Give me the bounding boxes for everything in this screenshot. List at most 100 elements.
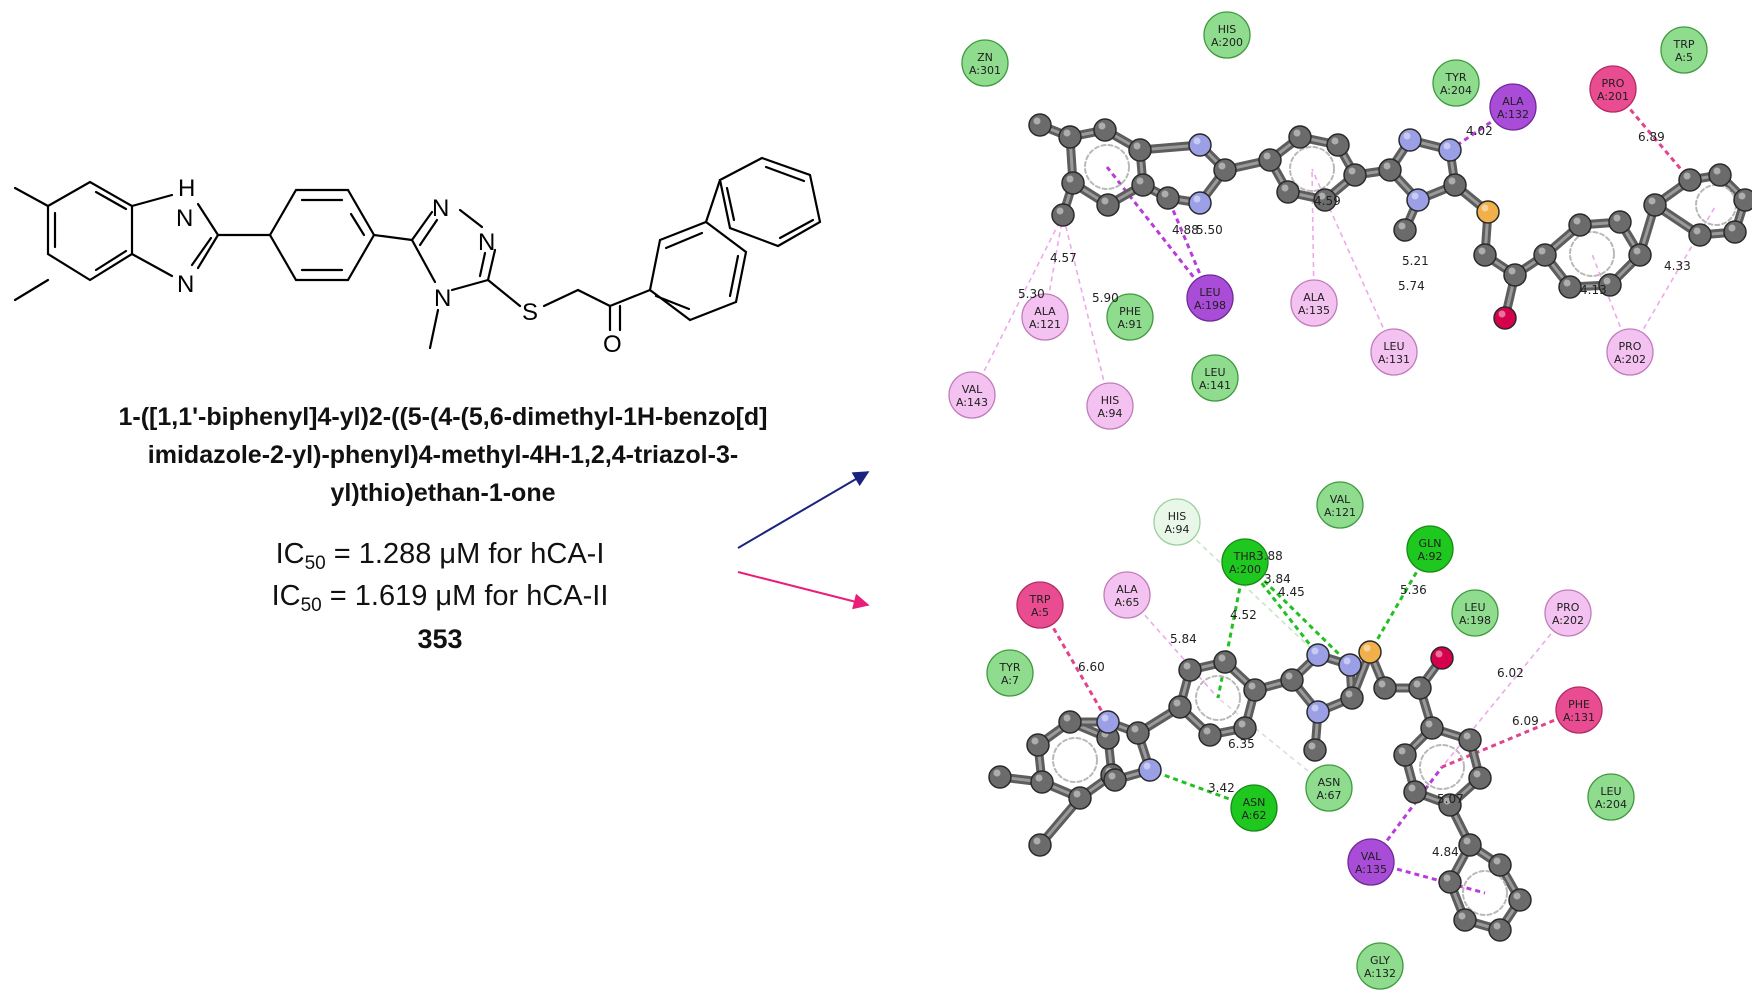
atom-shine [1136,177,1144,185]
residue-chain-number: A:204 [1595,798,1627,811]
atom-shine [1073,790,1081,798]
atom-shine [1308,742,1316,750]
atom-shine [1443,797,1451,805]
residue-chain-number: A:91 [1117,318,1142,331]
residue-disc [961,39,1009,87]
oxygen-atom [1493,306,1517,330]
residue-chain-number: A:198 [1459,614,1491,627]
atom-shine [1033,837,1041,845]
residue-chain-number: A:198 [1194,299,1226,312]
nitrogen-atom [1338,653,1362,677]
carbon-atom [1373,676,1397,700]
atom-shine [993,769,1001,777]
carbon-atom [1733,188,1752,212]
residue-disc [1489,83,1537,131]
carbon-atom [1303,738,1327,762]
atom-label-oxygen: O [603,331,622,358]
distance-label: 4.13 [1580,283,1607,297]
residue-disc [1406,525,1454,573]
carbon-atom [1678,168,1702,192]
atom-shine [1693,227,1701,235]
carbon-atom [1723,220,1747,244]
atom-shine [1473,770,1481,778]
residue-name: PRO [1619,340,1642,353]
atom-shine [1098,122,1106,130]
residue-disc [1290,279,1338,327]
carbon-atom [1058,710,1082,734]
atom-shine [1481,204,1489,212]
carbon-atom [1028,833,1052,857]
interaction-line-pro202-9 [1629,204,1717,353]
atom-shine [1193,195,1201,203]
distance-label: 4.57 [1050,251,1077,265]
carbon-atom [1488,918,1512,942]
atom-shine [1648,197,1656,205]
residue-chain-number: A:92 [1417,550,1442,563]
residue-name: LEU [1600,785,1621,798]
residue-chain-number: A:132 [1497,108,1529,121]
atom-shine [1398,222,1406,230]
residue-disc [1106,293,1154,341]
nitrogen-atom [1138,758,1162,782]
residue-disc [1021,293,1069,341]
residue-name: LEU [1204,366,1225,379]
residue-name: TYR [1444,71,1466,84]
residue-name: LEU [1464,601,1485,614]
residue-disc [1316,481,1364,529]
carbon-atom [1488,853,1512,877]
carbon-atom [1276,180,1300,204]
atom-shine [1101,197,1109,205]
atom-shine [1413,680,1421,688]
carbon-atom [1643,193,1667,217]
residue-disc [1186,274,1234,322]
aromatic-ring-marker [1419,744,1465,790]
carbon-atom [1393,218,1417,242]
atom-shine [1348,167,1356,175]
carbon-atom [1198,723,1222,747]
atom-label-nh: N [176,205,193,232]
atom-shine [1408,784,1416,792]
distance-label: 3.88 [1256,549,1283,563]
residue-name: LEU [1199,286,1220,299]
carbon-atom [1508,888,1532,912]
atom-shine [1448,177,1456,185]
carbon-atom [1420,716,1444,740]
nitrogen-atom [1398,128,1422,152]
residue-disc [1203,11,1251,59]
atom-shine [1133,142,1141,150]
residue-chain-number: A:141 [1199,379,1231,392]
interaction-line-his94-4 [1062,214,1111,407]
carbon-atom [1313,188,1337,212]
carbon-atom [1708,163,1732,187]
atom-shine [1218,654,1226,662]
residue-chain-number: A:5 [1675,51,1693,64]
carbon-atom [1598,273,1622,297]
atom-shine [1193,137,1201,145]
carbon-atom [1438,793,1462,817]
atom-shine [1343,657,1351,665]
distance-label: 5.74 [1398,279,1425,293]
oxygen-atom [1430,646,1454,670]
carbon-atom [1068,786,1092,810]
carbon-atom [1058,125,1082,149]
residue-name: PRO [1602,77,1625,90]
atom-shine [1285,672,1293,680]
distance-label: 5.07 [1437,792,1464,806]
atom-shine [1363,644,1371,652]
interaction-line-thr200-2 [1243,560,1352,667]
residue-disc [1451,589,1499,637]
compound-name-line-1: 1-([1,1'-biphenyl]4-yl)2-((5-(4-(5,6-dim… [118,403,767,431]
residue-disc [1587,773,1635,821]
interaction-line-leu198-5 [1105,166,1212,299]
